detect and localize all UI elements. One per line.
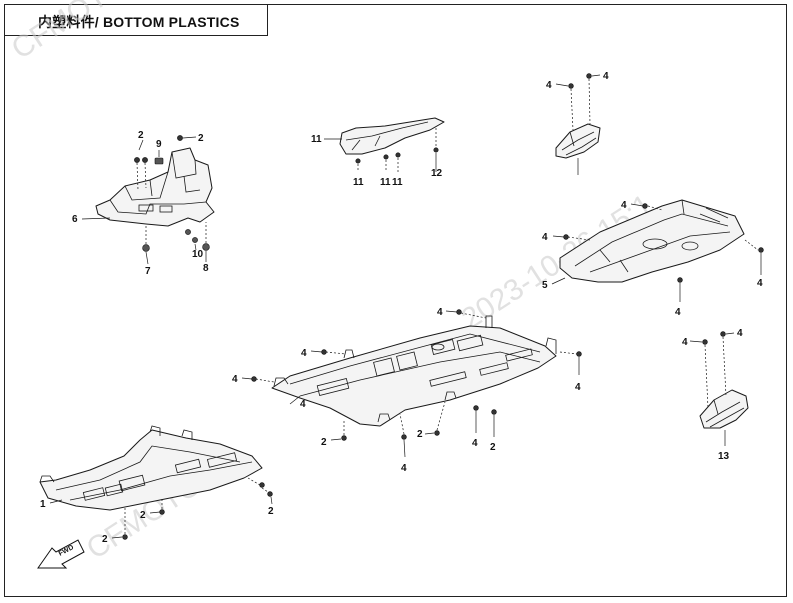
- fwd-arrow-icon: FWD: [37, 539, 85, 569]
- callout-2-a: 2: [138, 130, 144, 141]
- callout-4-f: 4: [675, 307, 681, 318]
- callout-10: 11: [311, 134, 322, 145]
- callout-12: 13: [718, 451, 730, 462]
- callout-2-b: 2: [198, 133, 204, 144]
- page-title: 内塑料件/ BOTTOM PLASTICS: [38, 14, 240, 30]
- callout-2-f: 2: [268, 506, 274, 517]
- part-1-front-skid: [39, 425, 263, 511]
- callout-6: 6: [72, 214, 78, 225]
- callout-4-d: 4: [542, 232, 548, 243]
- callout-5: 5: [542, 280, 548, 291]
- callout-8: 9: [156, 139, 162, 150]
- callout-11-b: 11: [380, 177, 391, 188]
- callout-7-a: 7: [145, 266, 151, 277]
- callout-4-h: 4: [301, 348, 307, 359]
- callout-1: 1: [40, 499, 46, 510]
- callout-11-c: 11: [392, 177, 403, 188]
- callout-4-k: 4: [401, 463, 407, 474]
- callout-7-b: 8: [203, 263, 209, 274]
- callout-4-b: 4: [603, 71, 609, 82]
- callout-4-c: 4: [621, 200, 627, 211]
- callout-9: 10: [192, 249, 204, 260]
- title-box: 内塑料件/ BOTTOM PLASTICS: [4, 4, 268, 36]
- callout-4-m: 4: [682, 337, 688, 348]
- callout-2-d: 2: [417, 429, 423, 440]
- part-6-bracket: [95, 147, 215, 227]
- callout-4-j: 4: [575, 382, 581, 393]
- callout-2-h: 2: [102, 534, 108, 545]
- part-13-guard: [555, 123, 601, 159]
- part-5-rear-skid: [559, 199, 745, 283]
- callout-4-n: 4: [737, 328, 743, 339]
- callout-2-g: 2: [140, 510, 146, 521]
- callout-4-e: 4: [757, 278, 763, 289]
- callout-4-l: 4: [472, 438, 478, 449]
- part-3-center-skid: [271, 315, 557, 427]
- part-10-guard: [339, 117, 445, 155]
- callout-11-a: 11: [353, 177, 364, 188]
- callout-2-e: 2: [490, 442, 496, 453]
- callout-11-d: 12: [431, 168, 443, 179]
- callout-3: 4: [300, 399, 306, 410]
- callout-4-a: 4: [546, 80, 552, 91]
- part-12-guard: [699, 389, 749, 429]
- watermark-text-1: CFMOTO kf: [6, 0, 160, 66]
- callout-4-g: 4: [437, 307, 443, 318]
- callout-4-i: 4: [232, 374, 238, 385]
- callout-2-c: 2: [321, 437, 327, 448]
